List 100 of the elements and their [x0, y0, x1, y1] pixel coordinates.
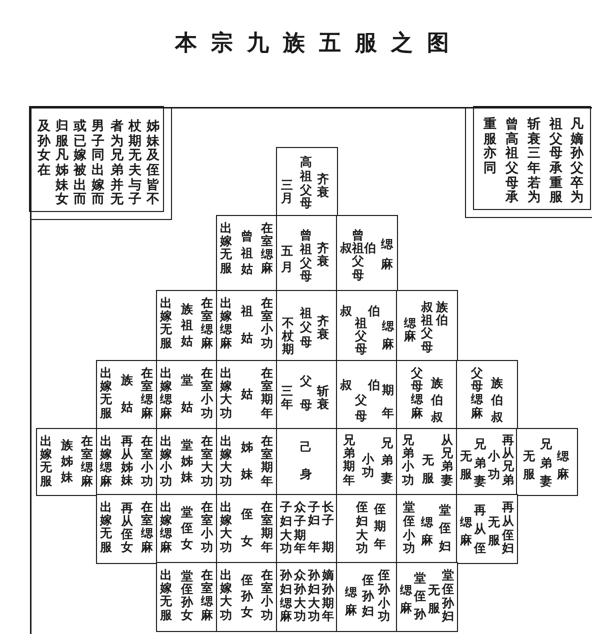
vertical-label: 在室期年 — [261, 367, 273, 420]
vertical-label: 堂侄孙妇 — [442, 569, 454, 624]
kinship-cell — [276, 215, 338, 292]
kinship-cell — [216, 360, 278, 430]
vertical-label: 祖父母 — [300, 306, 312, 350]
vertical-label: 缌麻 — [382, 318, 394, 353]
vertical-label: 在室缌麻 — [141, 501, 153, 554]
kinship-cell — [336, 494, 398, 564]
vertical-label: 伯 — [368, 379, 380, 392]
vertical-label: 出嫁缌麻 — [160, 501, 172, 554]
vertical-label: 无服 — [523, 448, 535, 483]
kinship-cell — [516, 428, 578, 496]
vertical-label: 族姊妹 — [61, 436, 73, 486]
vertical-label: 曾祖姑 — [241, 228, 253, 277]
vertical-label: 缌麻 — [381, 236, 393, 274]
vertical-label: 期 — [322, 541, 334, 554]
kinship-cell — [156, 290, 218, 362]
vertical-label: 侄妇大功 — [356, 501, 368, 556]
vertical-label: 兄弟期年 — [343, 434, 355, 487]
vertical-label: 兄弟妻 — [381, 435, 393, 487]
kinship-cell — [156, 428, 218, 496]
vertical-label: 出嫁大功 — [220, 435, 232, 488]
note-text: 归服凡姊妹女 — [56, 120, 68, 208]
vertical-label: 三月 — [281, 179, 293, 206]
vertical-label: 兄弟小功 — [402, 434, 414, 487]
vertical-label: 族伯叔 — [431, 375, 443, 426]
vertical-label: 侄孙女 — [241, 572, 253, 620]
vertical-label: 出嫁无服 — [40, 435, 52, 488]
kinship-cell — [216, 428, 278, 496]
note-text: 及孙女在 — [38, 120, 50, 179]
vertical-label: 兄弟妻 — [540, 436, 552, 490]
vertical-label: 无服 — [422, 452, 434, 487]
vertical-label: 在室小功 — [141, 435, 153, 488]
vertical-label: 缌麻 — [404, 317, 416, 344]
note-panel — [30, 107, 172, 220]
kinship-cell — [96, 428, 158, 496]
vertical-label: 出嫁无服 — [160, 297, 172, 350]
kinship-cell — [396, 562, 458, 632]
kinship-cell — [276, 360, 338, 430]
kinship-cell — [396, 360, 458, 430]
vertical-label: 姊妹 — [241, 438, 253, 484]
vertical-label: 五月 — [281, 244, 293, 276]
vertical-label: 出嫁大功 — [220, 367, 232, 420]
vertical-label: 族伯叔 — [491, 375, 503, 426]
vertical-label: 族伯 — [436, 301, 448, 328]
kinship-cell — [156, 360, 218, 430]
vertical-label: 出嫁缌麻 — [100, 435, 112, 488]
vertical-label: 再从侄妇 — [502, 501, 514, 556]
vertical-label: 孙妇缌麻 — [280, 569, 292, 624]
vertical-label: 子妇大功 — [280, 501, 292, 556]
vertical-label: 子妇 — [308, 501, 320, 528]
kinship-cell — [276, 494, 338, 564]
vertical-label: 祖姑 — [241, 302, 253, 348]
vertical-label: 在室期年 — [261, 435, 273, 488]
vertical-label: 在室缌麻 — [141, 367, 153, 420]
vertical-label: 在室大功 — [201, 435, 213, 488]
vertical-label: 堂姑 — [181, 372, 193, 416]
vertical-label: 在室小功 — [201, 367, 213, 420]
vertical-label: 期年 — [382, 382, 394, 422]
kinship-cell — [396, 428, 458, 496]
note-text: 或已嫁被出而 — [74, 120, 86, 208]
vertical-label: 在室小功 — [261, 297, 273, 350]
vertical-label: 侄孙小功 — [378, 569, 390, 624]
vertical-label: 再从兄弟 — [502, 434, 514, 487]
kinship-cell — [216, 215, 278, 292]
vertical-label: 缌麻 — [400, 582, 412, 617]
vertical-label: 在室小功 — [261, 569, 273, 622]
kinship-cell — [276, 562, 338, 632]
kinship-cell — [96, 494, 158, 564]
kinship-cell — [276, 147, 338, 216]
vertical-label: 在室缌麻 — [261, 222, 273, 275]
vertical-label: 父母 — [300, 373, 312, 414]
vertical-label: 叔 — [340, 379, 352, 392]
kinship-cell — [396, 494, 458, 564]
vertical-label: 堂姊妹 — [181, 436, 193, 486]
vertical-label: 父母 — [355, 393, 367, 424]
kinship-cell — [336, 215, 398, 292]
kinship-cell — [336, 360, 398, 430]
vertical-label: 族祖姑 — [181, 300, 193, 350]
vertical-label: 侄女 — [241, 506, 253, 550]
vertical-label: 出嫁小功 — [160, 435, 172, 488]
note-text: 祖父母承重服 — [550, 118, 562, 206]
vertical-label: 长子 — [322, 501, 334, 528]
note-text: 姊妹及侄皆不 — [146, 120, 160, 208]
note-text: 杖期无夫与子 — [128, 120, 142, 208]
vertical-label: 叔 — [340, 242, 352, 255]
kinship-cell — [456, 428, 518, 496]
vertical-label: 从兄弟妻 — [441, 434, 453, 487]
vertical-label: 再从侄女 — [121, 502, 133, 555]
vertical-label: 侄期年 — [374, 501, 386, 553]
vertical-label: 出嫁无服 — [160, 569, 172, 622]
vertical-label: 曾祖父母 — [300, 229, 312, 284]
vertical-label: 出嫁无服 — [100, 367, 112, 420]
kinship-cell — [156, 494, 218, 564]
kinship-cell — [396, 290, 458, 362]
note-text: 曾高祖父母承 — [506, 118, 518, 206]
vertical-label: 在室期年 — [261, 501, 273, 554]
vertical-label: 齐衰 — [317, 242, 329, 268]
vertical-label: 叔 — [340, 305, 352, 318]
kinship-cell — [36, 428, 98, 496]
